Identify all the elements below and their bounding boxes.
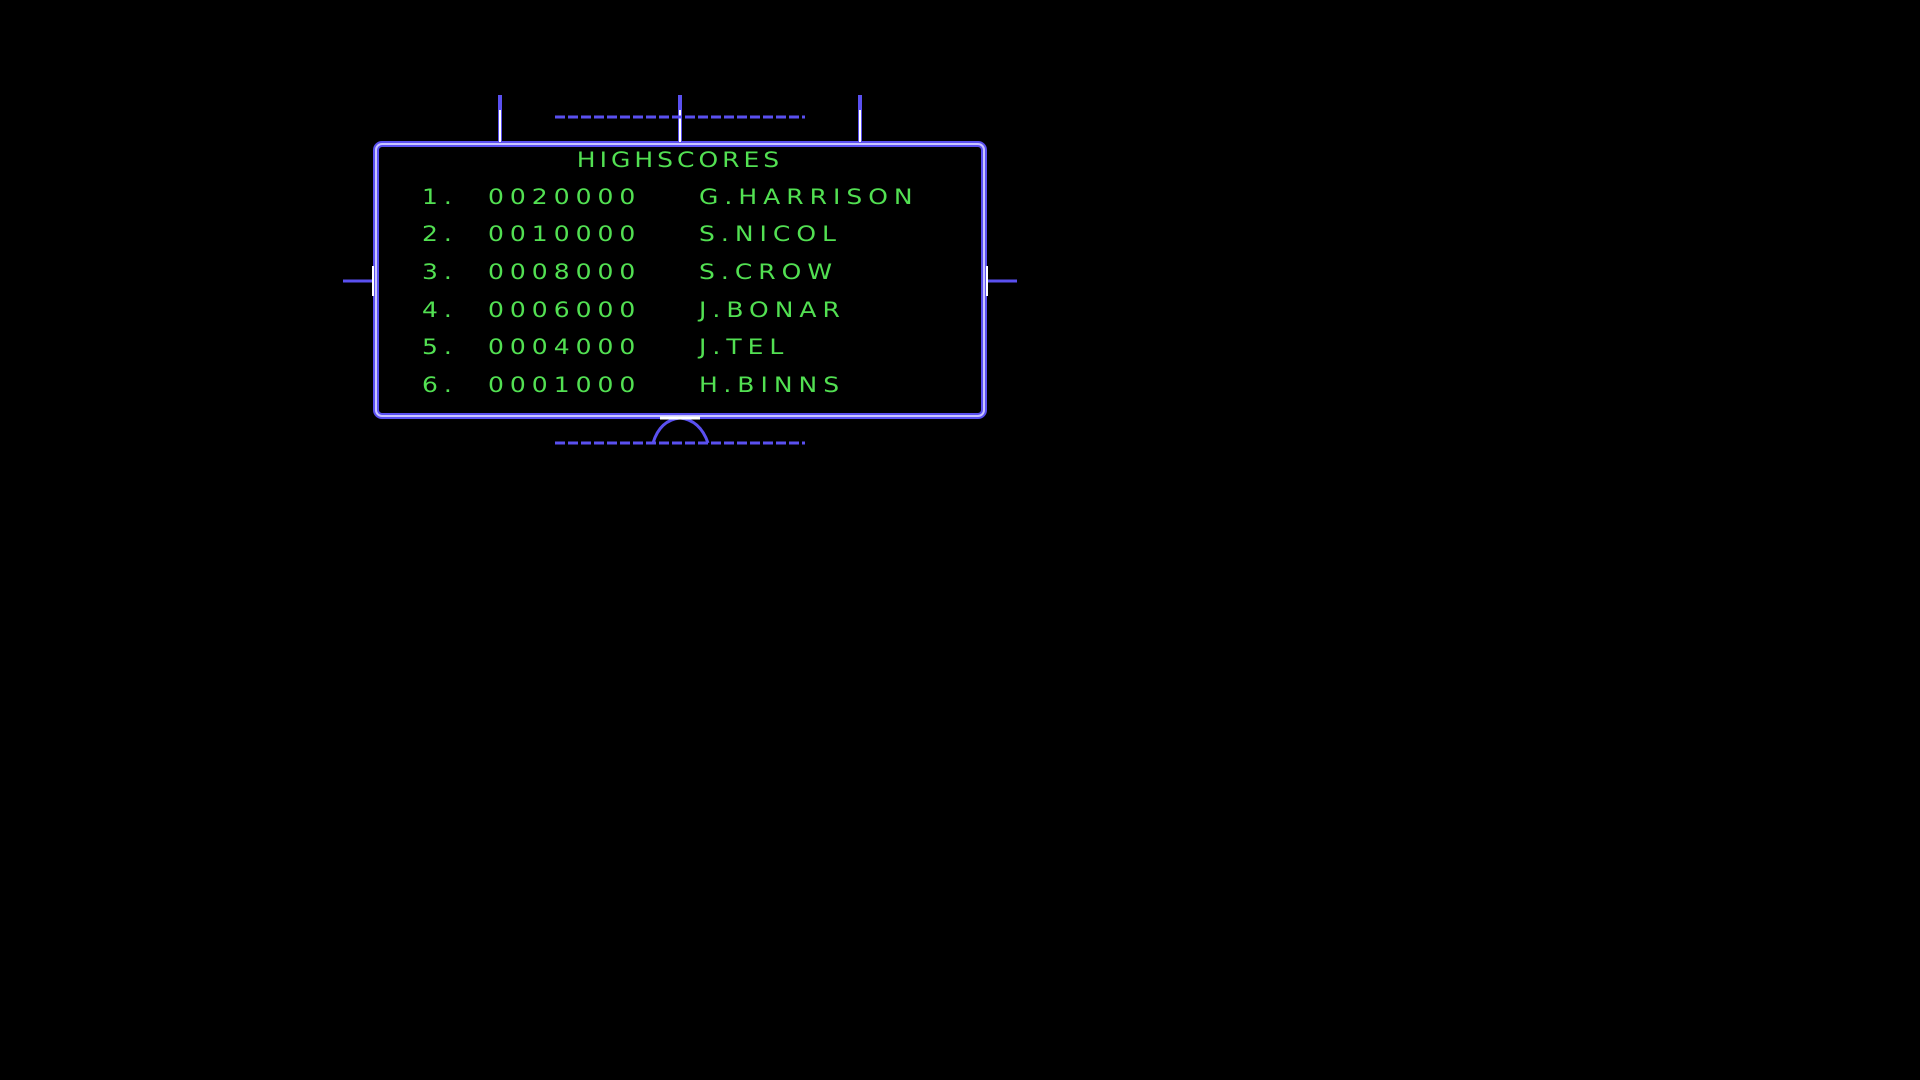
score: 0008000 <box>488 259 642 284</box>
score: 0001000 <box>488 372 642 397</box>
score: 0006000 <box>488 297 642 322</box>
rank: 5. <box>422 334 458 359</box>
player-name: S.CROW <box>699 259 839 284</box>
player-name: H.BINNS <box>699 372 846 397</box>
highscores-title: HIGHSCORES <box>576 147 784 172</box>
player-name: J.BONAR <box>699 297 846 322</box>
rank: 3. <box>422 259 458 284</box>
rank: 6. <box>422 372 458 397</box>
player-name: J.TEL <box>699 334 790 359</box>
score: 0020000 <box>488 184 642 209</box>
score: 0004000 <box>488 334 642 359</box>
rank: 1. <box>422 184 458 209</box>
player-name: G.HARRISON <box>699 184 919 209</box>
score: 0010000 <box>488 221 642 246</box>
player-name: S.NICOL <box>699 221 842 246</box>
rank: 4. <box>422 297 458 322</box>
rank: 2. <box>422 221 458 246</box>
